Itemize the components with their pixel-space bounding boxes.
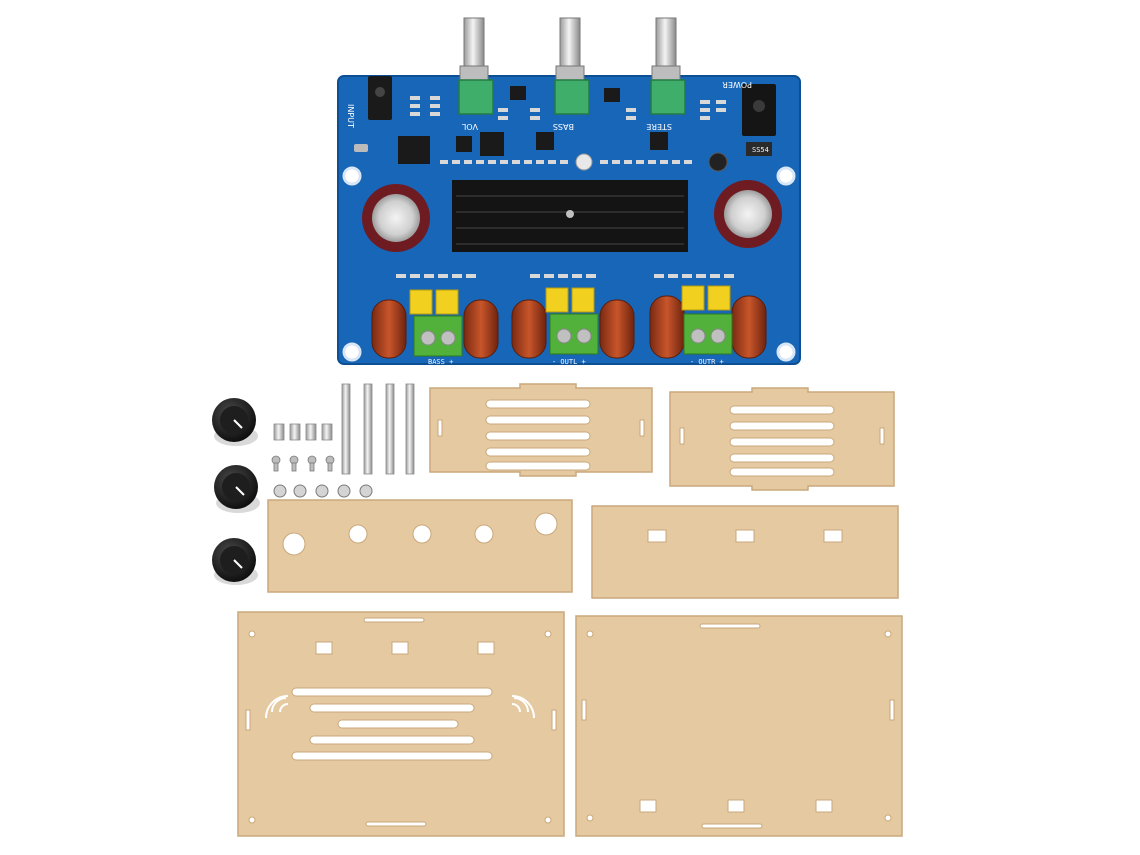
knobs — [212, 398, 260, 585]
long-standoffs — [341, 383, 415, 475]
stere-label: STERE — [646, 122, 672, 131]
vol-label: VOL — [461, 122, 478, 131]
input-label: INPUT — [346, 104, 355, 128]
bottom-cover — [575, 615, 903, 837]
standoffs — [273, 423, 333, 441]
potentiometer-shafts — [459, 17, 681, 81]
acrylic-panels — [237, 383, 903, 837]
power-jack: SS54 — [742, 84, 776, 156]
power-label: POWER — [722, 80, 752, 89]
mounting-holes — [342, 166, 796, 362]
right-output-label: - OUTR + — [690, 358, 724, 366]
vented-side-panel — [429, 383, 653, 477]
front-panel — [267, 499, 573, 593]
film-capacitors — [409, 285, 731, 315]
amplifier-board: SS54 — [337, 17, 801, 366]
nuts — [273, 484, 373, 498]
potentiometer-bodies — [458, 79, 686, 115]
grille-arcs — [265, 695, 535, 719]
knob — [212, 398, 258, 446]
small-capacitors — [575, 152, 728, 172]
panel-cutouts — [245, 399, 895, 829]
input-jack — [354, 76, 392, 152]
heatsink — [452, 180, 688, 252]
diode-label: SS54 — [752, 146, 769, 154]
knob — [212, 538, 258, 585]
ics — [398, 86, 668, 164]
large-capacitors — [362, 180, 782, 252]
speaker-terminals — [413, 313, 733, 357]
bass-output-label: BASS + — [428, 358, 453, 366]
screws — [271, 455, 335, 472]
smd-parts — [396, 96, 734, 278]
inductors — [371, 295, 767, 359]
left-output-label: - OUTL + — [552, 358, 586, 366]
bass-label: BASS — [553, 122, 574, 131]
back-panel — [591, 505, 899, 599]
knob — [214, 465, 260, 513]
